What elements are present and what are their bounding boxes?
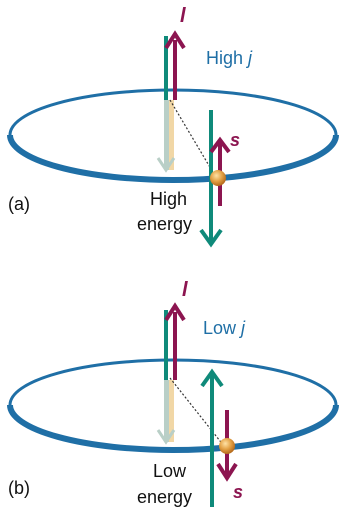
panel-label: (a) xyxy=(8,194,30,214)
panel-b: l s Low j (b) Low energy xyxy=(7,279,339,507)
dotted-connector xyxy=(169,377,225,447)
energy-label-line2: energy xyxy=(137,214,192,234)
dotted-connector xyxy=(169,99,215,175)
orbit-ring-front xyxy=(7,134,339,183)
j-symbol: j xyxy=(238,318,246,338)
panel-label: (b) xyxy=(8,478,30,498)
electron xyxy=(210,170,226,186)
s-maroon-arrow-head-down xyxy=(216,462,238,482)
j-prefix: Low xyxy=(203,318,241,338)
electron xyxy=(219,438,235,454)
s-teal-arrow-head-up xyxy=(200,368,224,388)
l-arrow-head xyxy=(164,302,186,322)
l-projection-bar xyxy=(164,380,169,442)
l-projection-bar xyxy=(164,100,169,170)
energy-label-line2: energy xyxy=(137,487,192,507)
s-label: s xyxy=(233,482,243,502)
l-projection-tan-bar xyxy=(169,380,174,442)
energy-label-line1: Low xyxy=(153,461,187,481)
s-label: s xyxy=(230,130,240,150)
j-label: High j xyxy=(206,48,253,68)
projection-arrow-head xyxy=(156,429,176,445)
l-projection-tan-bar xyxy=(169,100,174,170)
projection-arrow-head xyxy=(156,157,176,173)
l-label: l xyxy=(182,279,188,301)
s-maroon-arrow-head-up xyxy=(209,136,231,154)
l-arrow-head xyxy=(164,30,186,50)
panel-a: l s High j (a) High energy xyxy=(7,5,339,248)
s-teal-arrow-head-down xyxy=(199,228,223,248)
j-label: Low j xyxy=(203,318,246,338)
j-symbol: j xyxy=(245,48,253,68)
l-label: l xyxy=(180,5,186,27)
energy-label-line1: High xyxy=(150,189,187,209)
j-prefix: High xyxy=(206,48,248,68)
orbit-ring-front xyxy=(7,404,339,453)
